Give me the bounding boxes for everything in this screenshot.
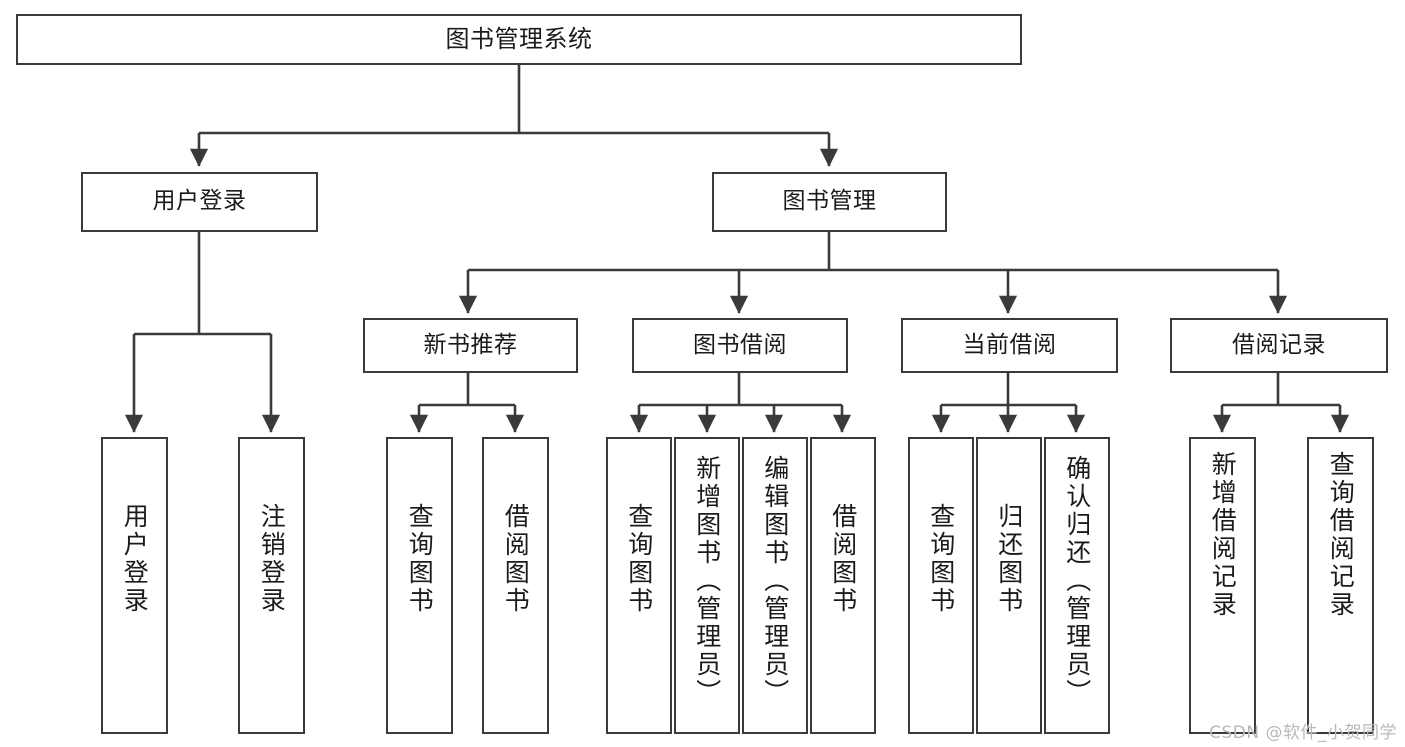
node-leaf-borrow-book-1[interactable]: 借阅图书 — [482, 437, 549, 734]
node-borrow-record-label: 借阅记录 — [1232, 331, 1326, 358]
node-leaf-confirm-return-label: 确认归还（管理员） — [1062, 455, 1092, 707]
node-new-book-recommend-label: 新书推荐 — [423, 331, 518, 358]
node-leaf-add-record-label: 新增借阅记录 — [1208, 451, 1238, 619]
node-user-login[interactable]: 用户登录 — [81, 172, 318, 232]
node-leaf-logout-login[interactable]: 注销登录 — [238, 437, 305, 734]
node-leaf-add-book-label: 新增图书（管理员） — [692, 455, 722, 707]
node-leaf-query-book-3-label: 查询图书 — [926, 503, 956, 615]
node-book-borrow-label: 图书借阅 — [693, 331, 787, 358]
node-new-book-recommend[interactable]: 新书推荐 — [363, 318, 578, 373]
node-leaf-return-book[interactable]: 归还图书 — [976, 437, 1042, 734]
node-book-borrow[interactable]: 图书借阅 — [632, 318, 848, 373]
node-leaf-edit-book-label: 编辑图书（管理员） — [760, 455, 790, 707]
node-leaf-query-book-2[interactable]: 查询图书 — [606, 437, 672, 734]
node-leaf-query-book-1-label: 查询图书 — [405, 503, 435, 615]
node-leaf-logout-login-label: 注销登录 — [257, 503, 287, 615]
node-leaf-user-login[interactable]: 用户登录 — [101, 437, 168, 734]
node-leaf-query-book-1[interactable]: 查询图书 — [386, 437, 453, 734]
node-root-label: 图书管理系统 — [445, 25, 593, 54]
node-leaf-edit-book[interactable]: 编辑图书（管理员） — [742, 437, 808, 734]
node-leaf-add-book[interactable]: 新增图书（管理员） — [674, 437, 740, 734]
node-leaf-return-book-label: 归还图书 — [994, 503, 1024, 615]
node-leaf-query-book-3[interactable]: 查询图书 — [908, 437, 974, 734]
node-leaf-query-record[interactable]: 查询借阅记录 — [1307, 437, 1374, 734]
node-leaf-add-record[interactable]: 新增借阅记录 — [1189, 437, 1256, 734]
node-book-manage[interactable]: 图书管理 — [712, 172, 947, 232]
node-book-manage-label: 图书管理 — [782, 188, 877, 215]
node-leaf-user-login-label: 用户登录 — [120, 503, 150, 615]
node-leaf-borrow-book-1-label: 借阅图书 — [501, 503, 531, 615]
node-user-login-label: 用户登录 — [152, 188, 247, 215]
node-leaf-query-book-2-label: 查询图书 — [624, 503, 654, 615]
node-leaf-borrow-book-2[interactable]: 借阅图书 — [810, 437, 876, 734]
node-leaf-query-record-label: 查询借阅记录 — [1326, 451, 1356, 619]
node-current-borrow-label: 当前借阅 — [962, 331, 1057, 358]
node-leaf-confirm-return[interactable]: 确认归还（管理员） — [1044, 437, 1110, 734]
node-root[interactable]: 图书管理系统 — [16, 14, 1022, 65]
csdn-watermark: CSDN @软件_小贺同学 — [1209, 723, 1397, 743]
node-leaf-borrow-book-2-label: 借阅图书 — [828, 503, 858, 615]
node-borrow-record[interactable]: 借阅记录 — [1170, 318, 1388, 373]
node-current-borrow[interactable]: 当前借阅 — [901, 318, 1118, 373]
